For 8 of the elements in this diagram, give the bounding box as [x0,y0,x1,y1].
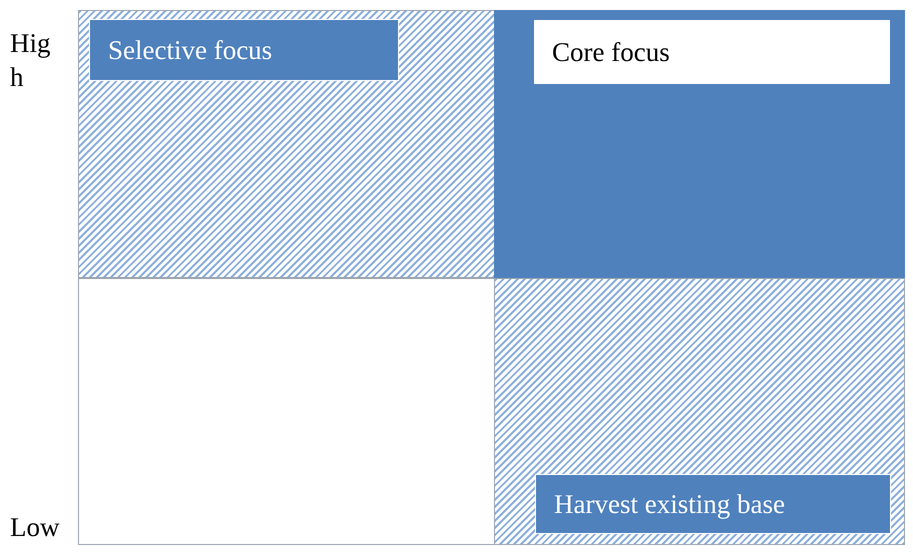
quadrant-label: Selective focus [89,19,399,81]
hatched-quadrant [494,278,905,545]
quadrant-label: Core focus [534,20,890,84]
axis-label: High [10,27,52,94]
filled-quadrant [494,10,905,278]
quadrant-label: Harvest existing base [535,474,891,534]
axis-label: Low [10,511,60,544]
hatched-quadrant [78,10,495,278]
